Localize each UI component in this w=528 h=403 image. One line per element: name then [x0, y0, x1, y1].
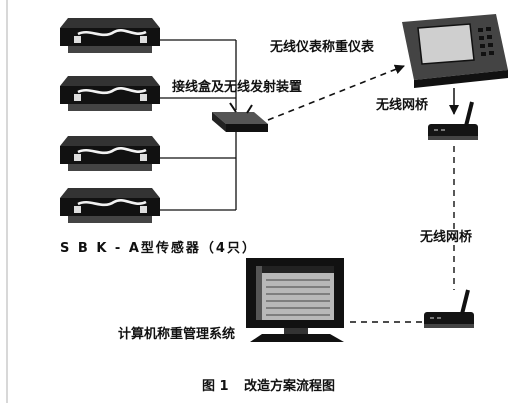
figure-caption: 改造方案流程图	[244, 379, 336, 394]
wireless-bridge-bottom	[422, 288, 476, 330]
load-sensor-1	[58, 16, 162, 55]
load-sensor-4	[58, 186, 162, 225]
sensor-label: S B K - A型传感器（4只）	[60, 241, 257, 256]
bridge-label-top: 无线网桥	[376, 98, 429, 113]
weighing-indicator	[402, 14, 508, 88]
bridge-label-bottom: 无线网桥	[420, 230, 473, 245]
indicator-label: 无线仪表称重仪表	[270, 40, 375, 55]
junction-box-transmitter	[212, 102, 268, 132]
load-sensor-3	[58, 134, 162, 173]
sensor-wiring	[160, 39, 237, 211]
wireless-link-indicator	[267, 64, 405, 121]
junction-box-label: 接线盒及无线发射装置	[172, 80, 303, 95]
figure-number: 图 1	[202, 379, 229, 394]
load-sensor-2	[58, 74, 162, 113]
scan-border	[6, 0, 8, 403]
computer-monitor	[246, 258, 344, 342]
computer-label: 计算机称重管理系统	[118, 327, 236, 342]
wireless-bridge-top	[426, 100, 480, 142]
